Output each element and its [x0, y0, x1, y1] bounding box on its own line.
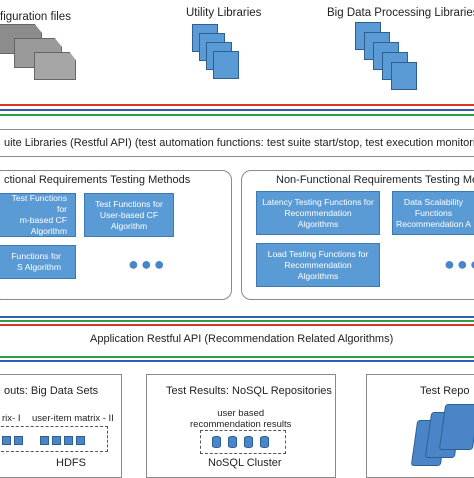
- user-based-cf-test-box: Test Functions for User-based CF Algorit…: [84, 193, 174, 237]
- item-based-cf-test-box: Test Functions for m-based CF Algorithm: [0, 193, 76, 237]
- database-icon: [244, 436, 253, 448]
- report-scroll-icon: [438, 404, 474, 450]
- nosql-repositories-panel: [146, 374, 336, 478]
- matrix-1-label: rix- I: [2, 413, 21, 424]
- nosql-repositories-title: Test Results: NoSQL Repositories: [166, 385, 332, 397]
- application-api-label: Application Restful API (Recommendation …: [90, 333, 394, 345]
- user-based-results-label: user based recommendation results: [190, 408, 292, 430]
- more-functions-dots: ●●●: [128, 254, 167, 274]
- data-block-icon: [76, 436, 85, 445]
- big-data-sets-title: outs: Big Data Sets: [4, 385, 99, 397]
- suite-libraries-label: uite Libraries (Restful API) (test autom…: [4, 137, 474, 149]
- separator-line-blue: [0, 109, 474, 111]
- big-data-libraries-label: Big Data Processing Libraries: [327, 7, 474, 19]
- config-file-icon: [34, 52, 76, 80]
- functional-requirements-title: ctional Requirements Testing Methods: [4, 174, 191, 186]
- s-algorithm-test-box: Functions for S Algorithm: [0, 245, 76, 279]
- utility-libraries-label: Utility Libraries: [186, 7, 262, 19]
- data-block-icon: [2, 436, 11, 445]
- nosql-cluster-label: NoSQL Cluster: [208, 457, 282, 469]
- separator-line-green: [0, 320, 474, 322]
- data-block-icon: [14, 436, 23, 445]
- data-block-icon: [64, 436, 73, 445]
- matrix-2-label: user-item matrix - II: [32, 413, 114, 424]
- data-block-icon: [40, 436, 49, 445]
- library-icon: [391, 62, 417, 90]
- separator-line-red: [0, 104, 474, 106]
- database-icon: [212, 436, 221, 448]
- latency-testing-box: Latency Testing Functions for Recommenda…: [256, 191, 380, 235]
- data-scalability-box: Data Scalability Functions Recommendatio…: [392, 191, 474, 235]
- hdfs-label: HDFS: [56, 457, 86, 469]
- database-icon: [260, 436, 269, 448]
- separator-line-red: [0, 324, 474, 326]
- separator-line-blue: [0, 360, 474, 362]
- separator-line-green: [0, 356, 474, 358]
- suite-libraries-box: [0, 129, 474, 157]
- config-files-label: figuration files: [0, 11, 71, 23]
- database-icon: [228, 436, 237, 448]
- hdfs-dashed-group: [0, 426, 108, 452]
- load-testing-box: Load Testing Functions for Recommendatio…: [256, 243, 380, 287]
- data-block-icon: [52, 436, 61, 445]
- library-icon: [213, 51, 239, 79]
- separator-line-green: [0, 114, 474, 116]
- non-functional-requirements-title: Non-Functional Requirements Testing Meth: [276, 174, 474, 186]
- separator-line-blue: [0, 316, 474, 318]
- more-nonfunctional-dots: ●●●: [444, 254, 474, 274]
- nosql-dashed-group: [200, 430, 286, 454]
- test-reports-title: Test Repo: [420, 385, 470, 397]
